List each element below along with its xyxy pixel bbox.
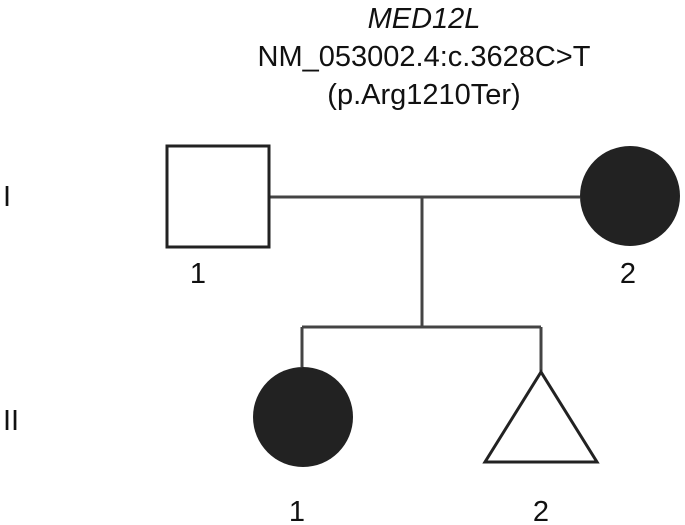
individual-number: 2 xyxy=(620,258,636,290)
individual-number: 2 xyxy=(533,496,549,525)
protein-change: (p.Arg1210Ter) xyxy=(327,79,520,111)
individual-number: 1 xyxy=(190,258,206,290)
generation-label-1: I xyxy=(3,181,11,213)
individual-II-1-female-affected xyxy=(253,367,353,467)
individual-I-1-male-unaffected xyxy=(165,144,271,249)
individual-number: 1 xyxy=(289,496,305,525)
individual-II-2-pregnancy-loss xyxy=(482,369,600,464)
individual-I-2-female-affected xyxy=(580,146,680,246)
gene-name: MED12L xyxy=(368,3,481,35)
generation-label-2: II xyxy=(3,405,19,437)
variant-name: NM_053002.4:c.3628C>T xyxy=(258,41,591,73)
